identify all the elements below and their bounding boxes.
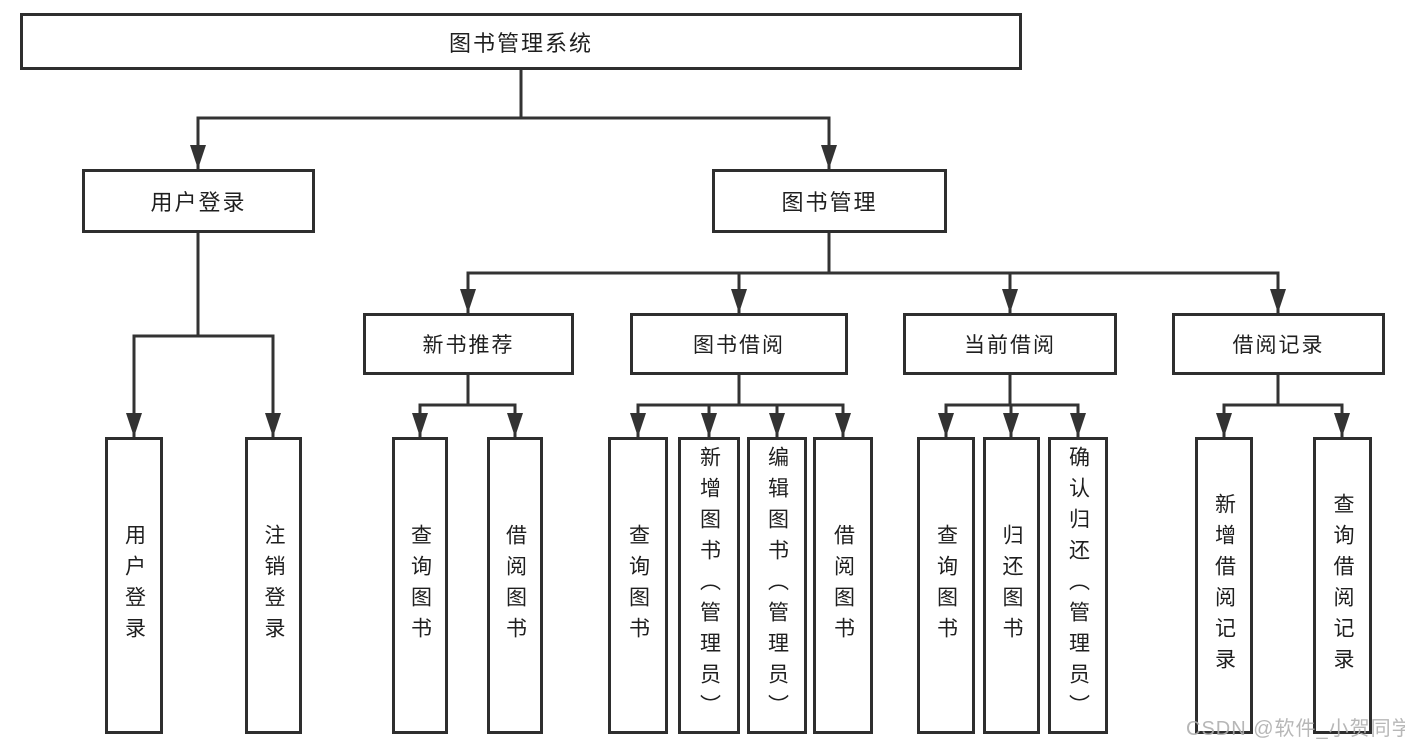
leaf-confirm-return-admin: 确认归还（管理员） bbox=[1048, 437, 1108, 734]
connector-root-to-level2 bbox=[190, 70, 837, 169]
leaf-add-borrow-record: 新增借阅记录 bbox=[1195, 437, 1253, 734]
node-current-borrowing: 当前借阅 bbox=[903, 313, 1117, 375]
node-user-login: 用户登录 bbox=[82, 169, 315, 233]
leaf-query-books-recommend: 查询图书 bbox=[392, 437, 448, 734]
node-book-borrowing: 图书借阅 bbox=[630, 313, 848, 375]
leaf-query-borrow-record: 查询借阅记录 bbox=[1313, 437, 1372, 734]
leaf-logout: 注销登录 bbox=[245, 437, 302, 734]
leaf-borrow-books-recommend: 借阅图书 bbox=[487, 437, 543, 734]
connector-new-book-recommend-to-leaves bbox=[412, 375, 523, 437]
node-borrowing-records: 借阅记录 bbox=[1172, 313, 1385, 375]
leaf-query-books-borrowing: 查询图书 bbox=[608, 437, 668, 734]
leaf-query-books-current: 查询图书 bbox=[917, 437, 975, 734]
connector-book-management-to-level3 bbox=[460, 233, 1286, 313]
leaf-return-book: 归还图书 bbox=[983, 437, 1040, 734]
connector-user-login-to-leaves bbox=[126, 233, 281, 437]
leaf-add-book-admin: 新增图书（管理员） bbox=[678, 437, 740, 734]
leaf-user-login: 用户登录 bbox=[105, 437, 163, 734]
node-book-management: 图书管理 bbox=[712, 169, 947, 233]
csdn-watermark: CSDN @软件_小贺同学 bbox=[1186, 718, 1405, 740]
connector-current-borrowing-to-leaves bbox=[938, 375, 1086, 437]
connector-book-borrowing-to-leaves bbox=[630, 375, 851, 437]
leaf-borrow-books-borrowing: 借阅图书 bbox=[813, 437, 873, 734]
connector-borrowing-records-to-leaves bbox=[1216, 375, 1350, 437]
node-library-system: 图书管理系统 bbox=[20, 13, 1022, 70]
leaf-edit-book-admin: 编辑图书（管理员） bbox=[747, 437, 807, 734]
node-new-book-recommend: 新书推荐 bbox=[363, 313, 574, 375]
